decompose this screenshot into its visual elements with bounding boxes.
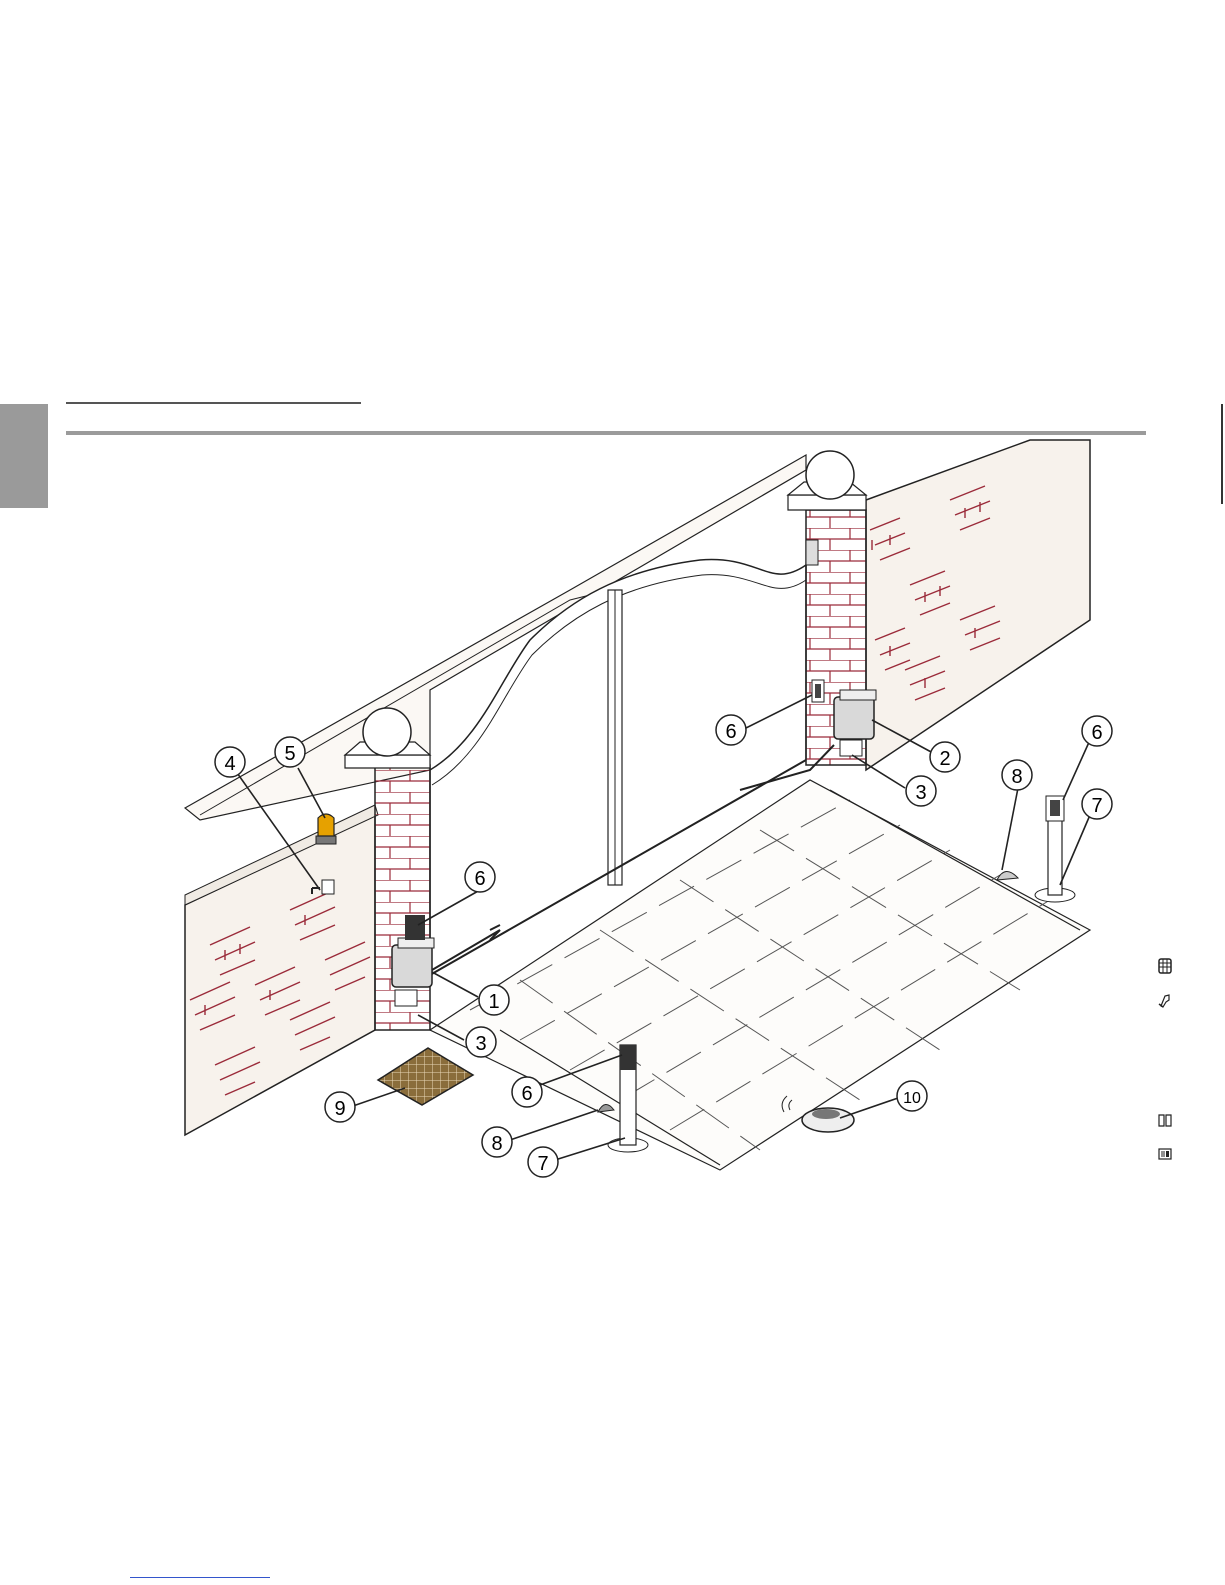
callout-2-label: 2 — [939, 748, 950, 770]
flashing-lamp — [316, 814, 336, 844]
callout-7-front: 7 — [528, 1147, 558, 1177]
callout-6-right-pillar: 6 — [716, 715, 746, 745]
gate-stop — [806, 540, 818, 565]
callout-8-front: 8 — [482, 1127, 512, 1157]
photocell-right-pillar — [812, 680, 824, 702]
callout-9-label: 9 — [334, 1098, 345, 1120]
callout-10-label: 10 — [903, 1090, 921, 1107]
callout-5: 5 — [275, 737, 305, 767]
callout-6-left-pillar: 6 — [465, 862, 495, 892]
right-wall — [866, 440, 1090, 770]
loop-mat — [378, 1048, 473, 1105]
callout-4-label: 4 — [224, 753, 235, 775]
callout-1-label: 1 — [488, 991, 499, 1013]
callout-3-left-label: 3 — [475, 1033, 486, 1055]
callout-10: 10 — [897, 1081, 927, 1111]
callout-3-right-label: 3 — [915, 782, 926, 804]
left-wall — [185, 805, 378, 1135]
callout-6-left-pillar-label: 6 — [474, 868, 485, 890]
callout-8-right: 8 — [1002, 760, 1032, 790]
callout-6-right-pillar-label: 6 — [725, 721, 736, 743]
callout-5-label: 5 — [284, 743, 295, 765]
callout-1: 1 — [479, 985, 509, 1015]
manual-icon — [1157, 1146, 1173, 1162]
callout-7-front-label: 7 — [537, 1153, 548, 1175]
callout-2: 2 — [930, 742, 960, 772]
keypad-icon — [1157, 958, 1173, 974]
installer-hand-icon — [1157, 992, 1173, 1008]
callout-6-right-post: 6 — [1082, 716, 1112, 746]
callout-8-front-label: 8 — [491, 1133, 502, 1155]
callout-7-right: 7 — [1082, 789, 1112, 819]
callout-8-right-label: 8 — [1011, 766, 1022, 788]
callout-3-left: 3 — [466, 1027, 496, 1057]
callout-4: 4 — [215, 747, 245, 777]
callout-3-right: 3 — [906, 776, 936, 806]
callout-7-right-label: 7 — [1091, 795, 1102, 817]
callout-9: 9 — [325, 1092, 355, 1122]
callout-6-front-post-label: 6 — [521, 1083, 532, 1105]
callout-6-right-post-label: 6 — [1091, 722, 1102, 744]
callout-6-front-post: 6 — [512, 1077, 542, 1107]
book-icon — [1157, 1112, 1173, 1128]
